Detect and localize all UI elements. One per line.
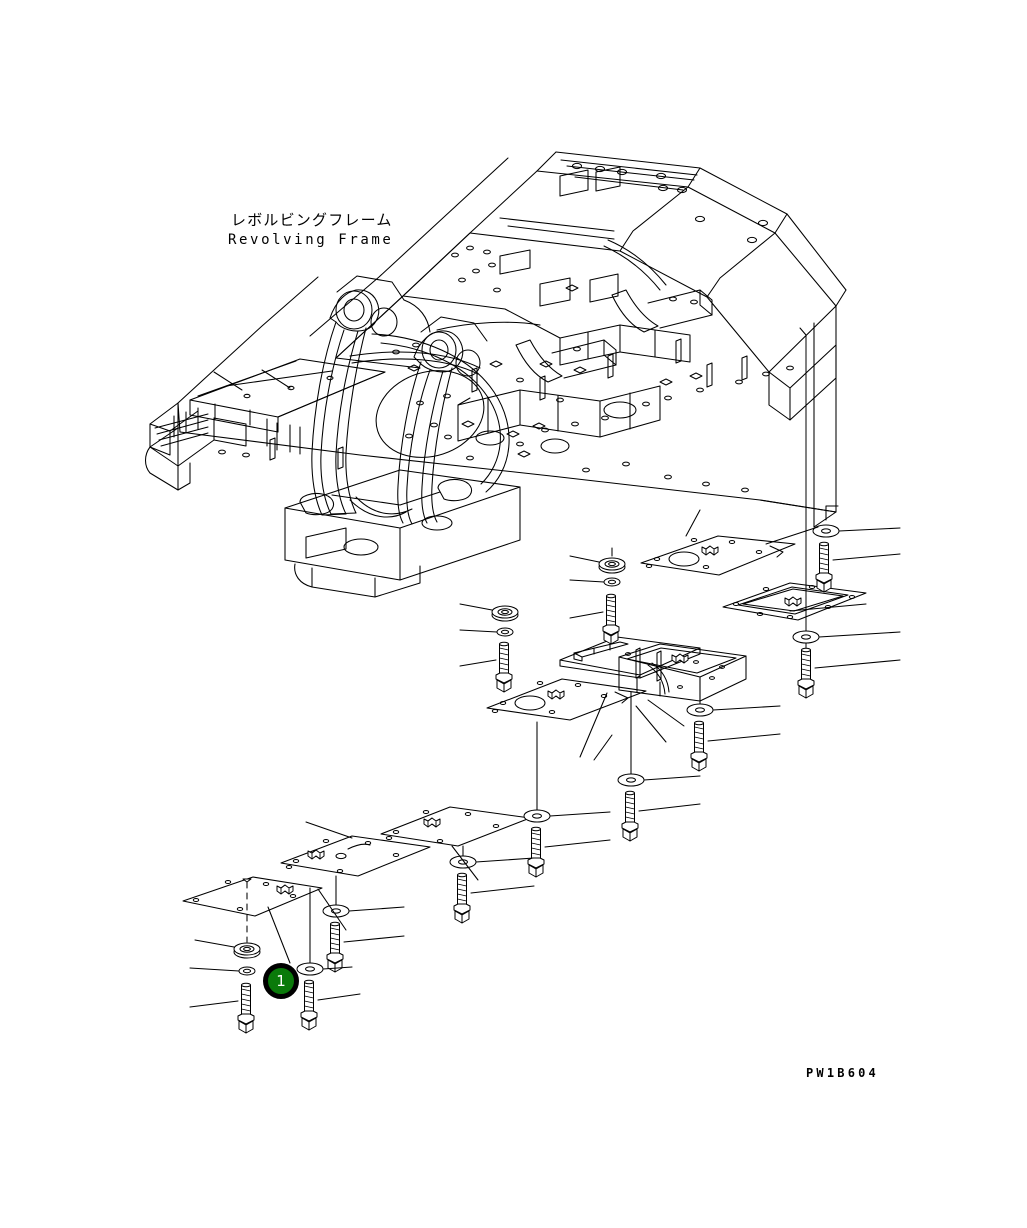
assembly-label-english: Revolving Frame (228, 232, 394, 248)
callout-marker-1[interactable]: 1 (263, 963, 299, 999)
fastener-stack (523, 721, 611, 878)
fastener-stack (189, 939, 261, 1034)
assembly-label-japanese: レボルビングフレーム (231, 211, 393, 229)
fastener-stack (569, 547, 626, 645)
fastener-stack (322, 875, 405, 973)
drawing-code: PW1B604 (806, 1066, 879, 1080)
frame-weldment (144, 151, 901, 1034)
fastener-stack (449, 845, 535, 924)
cover-plate (640, 535, 796, 576)
fastener-stack (459, 603, 519, 693)
fastener-stack (617, 691, 701, 842)
fastener-stack (296, 887, 361, 1031)
fastener-stack (789, 505, 901, 699)
fastener-stack (686, 677, 781, 772)
